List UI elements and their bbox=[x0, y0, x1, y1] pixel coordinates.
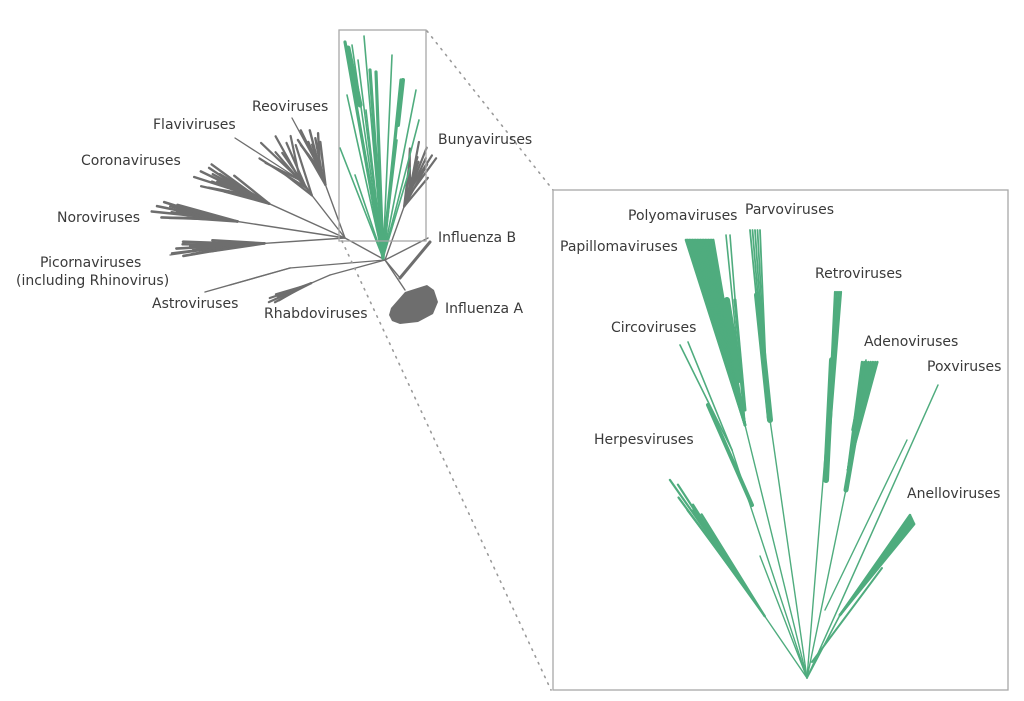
dna-branch bbox=[374, 70, 385, 260]
label-picornaviruses: Picornaviruses bbox=[40, 255, 141, 271]
reo-clade-twig bbox=[308, 129, 322, 172]
rhabdo-clade-twig bbox=[274, 284, 307, 296]
dna-branch bbox=[339, 147, 384, 259]
label-anelloviruses: Anelloviruses bbox=[907, 486, 1000, 502]
papilloma-thick bbox=[724, 297, 743, 383]
corona-clade-twig bbox=[233, 174, 271, 205]
label-bunyaviruses: Bunyaviruses bbox=[438, 132, 532, 148]
dna-branch bbox=[382, 54, 393, 259]
overview-tree bbox=[150, 35, 438, 324]
bunya-clade-twig bbox=[405, 157, 438, 200]
label-rhabdoviruses: Rhabdoviruses bbox=[264, 306, 368, 322]
dna-branch bbox=[382, 119, 420, 259]
label-reoviruses: Reoviruses bbox=[252, 99, 328, 115]
papilloma-twig bbox=[711, 238, 747, 427]
label-coronaviruses: Coronaviruses bbox=[81, 153, 181, 169]
gray-branches bbox=[150, 117, 438, 304]
reo-clade-twig bbox=[319, 140, 327, 186]
herpes-side bbox=[759, 555, 808, 679]
label-influenza-b: Influenza B bbox=[438, 230, 516, 246]
label-herpesviruses: Herpesviruses bbox=[594, 432, 694, 448]
picorna-clade-twig bbox=[181, 240, 254, 246]
corona-clade-twig bbox=[210, 163, 261, 201]
label-influenza-a: Influenza A bbox=[445, 301, 524, 317]
reo-long bbox=[291, 117, 321, 171]
flavi-clade-twig bbox=[274, 151, 308, 189]
anello-side bbox=[811, 567, 883, 663]
herpes-clade-twig bbox=[700, 513, 766, 618]
label-adenoviruses: Adenoviruses bbox=[864, 334, 958, 350]
retro-thick bbox=[823, 357, 835, 483]
connector-line-bottom bbox=[341, 240, 552, 691]
astro-stem bbox=[289, 259, 386, 269]
label-polyomaviruses: Polyomaviruses bbox=[628, 208, 737, 224]
noro-clade-twig bbox=[176, 203, 239, 223]
adeno-stem bbox=[806, 469, 851, 679]
bunya-clade-twig bbox=[403, 176, 430, 208]
dna-papilloma-thick bbox=[345, 45, 363, 108]
flavi-clade-twig bbox=[294, 143, 313, 197]
label-astroviruses: Astroviruses bbox=[152, 296, 238, 312]
adeno-thick bbox=[843, 417, 861, 493]
influenza-b-clade bbox=[398, 240, 432, 280]
influenza-a-stem bbox=[384, 259, 406, 291]
label-picornaviruses-note: (including Rhinovirus) bbox=[16, 273, 169, 289]
flavi-clade-twig bbox=[289, 134, 302, 182]
influenza-a-clade bbox=[389, 285, 438, 324]
zoom-tree bbox=[668, 229, 939, 679]
circo-thick bbox=[706, 403, 754, 507]
label-retroviruses: Retroviruses bbox=[815, 266, 902, 282]
adeno-thin bbox=[851, 359, 867, 431]
astro-b bbox=[229, 267, 291, 286]
rhabdo-stem bbox=[329, 259, 386, 276]
parvo-stem bbox=[769, 419, 808, 679]
papilloma-stem bbox=[744, 424, 808, 679]
picorna-clade-twig bbox=[211, 239, 266, 245]
reo-clade-twig bbox=[316, 131, 322, 172]
label-circoviruses: Circoviruses bbox=[611, 320, 696, 336]
dna-branch bbox=[354, 174, 384, 259]
connector-line-top bbox=[426, 30, 554, 191]
herpes-clade-twig bbox=[691, 503, 754, 600]
flavi-clade-twig bbox=[276, 167, 313, 197]
trunk bbox=[344, 237, 386, 261]
dna-branch bbox=[346, 94, 384, 259]
label-papillomaviruses: Papillomaviruses bbox=[560, 239, 678, 255]
corona-clade-twig bbox=[207, 166, 252, 197]
dna-branch bbox=[382, 89, 417, 259]
dna-branch bbox=[343, 40, 385, 260]
bunya-clade-twig bbox=[408, 154, 434, 192]
label-poxviruses: Poxviruses bbox=[927, 359, 1001, 375]
picorna-long bbox=[169, 244, 241, 256]
label-parvoviruses: Parvoviruses bbox=[745, 202, 834, 218]
pox-branch bbox=[806, 384, 939, 679]
noro-clade-twig bbox=[162, 200, 217, 220]
flavi-clade-twig bbox=[274, 135, 302, 182]
green-dna-branches bbox=[339, 35, 420, 260]
zoom-panel-frame bbox=[552, 189, 1009, 691]
dna-retro-thick bbox=[396, 78, 405, 127]
dna-branch bbox=[365, 109, 384, 259]
picorna-clade-twig bbox=[181, 242, 242, 247]
anello-twig bbox=[838, 522, 916, 617]
circo-b bbox=[687, 341, 733, 451]
flavi-long bbox=[234, 137, 301, 181]
label-noroviruses: Noroviruses bbox=[57, 210, 140, 226]
pox-side bbox=[824, 439, 908, 611]
dna-branch bbox=[382, 139, 398, 259]
parvo-thick bbox=[754, 292, 773, 423]
label-flaviviruses: Flaviviruses bbox=[153, 117, 236, 133]
circo-a bbox=[679, 344, 733, 451]
polyoma-thick bbox=[733, 298, 747, 412]
bunya-clade-twig bbox=[408, 146, 428, 192]
influenza-b-stem bbox=[384, 237, 429, 261]
zoom-selection-box bbox=[338, 29, 427, 242]
